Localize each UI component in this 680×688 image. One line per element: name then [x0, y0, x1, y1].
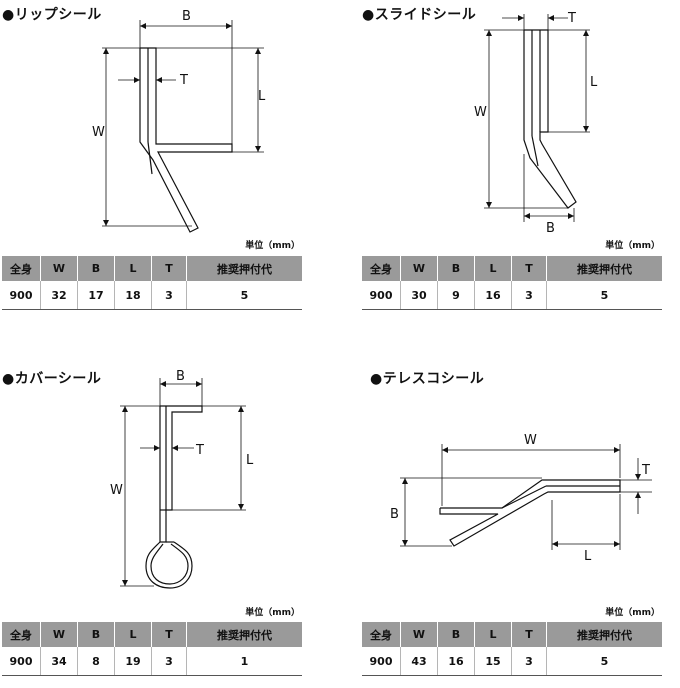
header-press-margin: 推奨押付代	[546, 256, 662, 281]
slide-seal-spec-table: 全身 W B L T 推奨押付代 900 30 9 16 3 5	[362, 256, 662, 310]
spec-length: 900	[2, 281, 41, 310]
slide-seal-unit: 単位（mm）	[605, 241, 660, 251]
lip-seal-diagram: B W L T	[92, 9, 266, 233]
table-row: 900 32 17 18 3 5	[2, 281, 302, 310]
cover-seal-b-label: B	[176, 369, 185, 384]
spec-l: 19	[114, 647, 152, 676]
telescopic-seal-spec-table: 全身 W B L T 推奨押付代 900 43 16 15 3 5	[362, 622, 662, 676]
header-l: L	[114, 256, 152, 281]
cover-seal-spec-table: 全身 W B L T 推奨押付代 900 34 8 19 3 1	[2, 622, 302, 676]
spec-press-margin: 5	[546, 281, 662, 310]
spec-l: 18	[114, 281, 152, 310]
lip-seal-l-label: L	[258, 89, 266, 104]
slide-seal-w-label: W	[474, 105, 487, 120]
spec-b: 9	[437, 281, 475, 310]
cover-seal-t-label: T	[195, 443, 204, 458]
telescopic-seal-profile	[439, 479, 621, 547]
lip-seal-w-label: W	[92, 125, 105, 140]
spec-t: 3	[151, 647, 187, 676]
header-length: 全身	[2, 622, 41, 647]
header-press-margin: 推奨押付代	[186, 622, 302, 647]
header-l: L	[474, 622, 512, 647]
header-b: B	[77, 622, 115, 647]
telescopic-seal-title: ●テレスコシール	[370, 371, 485, 387]
cover-seal-diagram: B W L T	[110, 369, 254, 589]
lip-seal-profile	[139, 47, 233, 233]
slide-seal-b-label: B	[546, 221, 555, 236]
spec-w: 43	[400, 647, 438, 676]
spec-w: 34	[40, 647, 78, 676]
spec-length: 900	[2, 647, 41, 676]
spec-l: 15	[474, 647, 512, 676]
spec-b: 17	[77, 281, 115, 310]
telescopic-seal-b-label: B	[390, 507, 399, 522]
cover-seal-title: ●カバーシール	[2, 371, 102, 387]
header-l: L	[114, 622, 152, 647]
table-row: 900 34 8 19 3 1	[2, 647, 302, 676]
spec-press-margin: 5	[186, 281, 302, 310]
slide-seal-title: ●スライドシール	[362, 7, 477, 23]
spec-l: 16	[474, 281, 512, 310]
spec-press-margin: 5	[546, 647, 662, 676]
spec-w: 30	[400, 281, 438, 310]
header-w: W	[400, 622, 438, 647]
header-press-margin: 推奨押付代	[546, 622, 662, 647]
spec-press-margin: 1	[186, 647, 302, 676]
table-row: 900 43 16 15 3 5	[362, 647, 662, 676]
header-t: T	[151, 622, 187, 647]
lip-seal-title: ●リップシール	[2, 7, 102, 23]
spec-w: 32	[40, 281, 78, 310]
header-t: T	[511, 256, 547, 281]
header-press-margin: 推奨押付代	[186, 256, 302, 281]
lip-seal-spec-table: 全身 W B L T 推奨押付代 900 32 17 18 3 5	[2, 256, 302, 310]
telescopic-seal-l-label: L	[584, 549, 592, 564]
header-w: W	[40, 622, 78, 647]
cover-seal-panel: ●カバーシール	[2, 368, 322, 688]
telescopic-seal-t-label: T	[641, 463, 650, 478]
lip-seal-panel: ●リップシール	[2, 4, 322, 324]
telescopic-seal-panel: ●テレスコシール	[362, 368, 680, 688]
spec-t: 3	[511, 647, 547, 676]
spec-b: 16	[437, 647, 475, 676]
slide-seal-diagram: T W L B	[474, 11, 598, 236]
spec-length: 900	[362, 281, 401, 310]
telescopic-seal-unit: 単位（mm）	[605, 608, 660, 618]
slide-seal-profile	[523, 29, 577, 209]
spec-b: 8	[77, 647, 115, 676]
header-t: T	[151, 256, 187, 281]
header-b: B	[437, 256, 475, 281]
telescopic-seal-w-label: W	[524, 433, 537, 448]
header-length: 全身	[362, 622, 401, 647]
lip-seal-unit: 単位（mm）	[245, 241, 300, 251]
slide-seal-t-label: T	[567, 11, 576, 26]
spec-t: 3	[511, 281, 547, 310]
header-w: W	[40, 256, 78, 281]
header-length: 全身	[362, 256, 401, 281]
slide-seal-l-label: L	[590, 75, 598, 90]
telescopic-seal-diagram: W B L T	[390, 433, 652, 564]
lip-seal-t-label: T	[179, 73, 188, 88]
table-row: 900 30 9 16 3 5	[362, 281, 662, 310]
cover-seal-l-label: L	[246, 453, 254, 468]
header-l: L	[474, 256, 512, 281]
cover-seal-unit: 単位（mm）	[245, 608, 300, 618]
cover-seal-w-label: W	[110, 483, 123, 498]
header-w: W	[400, 256, 438, 281]
header-b: B	[437, 622, 475, 647]
spec-length: 900	[362, 647, 401, 676]
header-b: B	[77, 256, 115, 281]
spec-t: 3	[151, 281, 187, 310]
lip-seal-b-label: B	[182, 9, 191, 24]
header-t: T	[511, 622, 547, 647]
header-length: 全身	[2, 256, 41, 281]
slide-seal-panel: ●スライドシール	[362, 4, 680, 324]
